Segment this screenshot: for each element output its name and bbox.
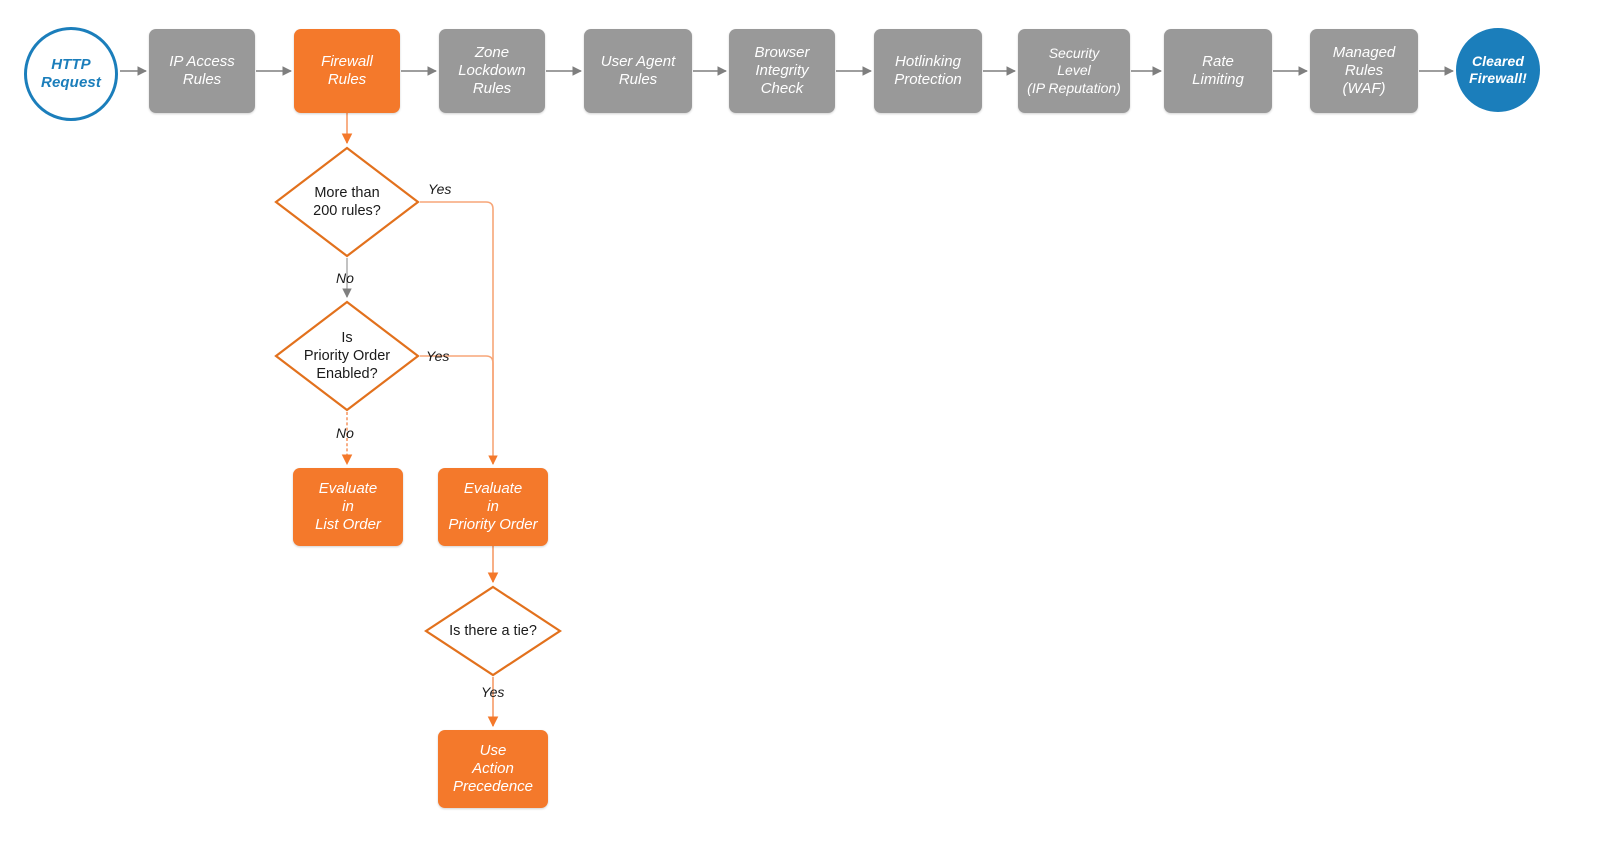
edge-label-no-priority-order: No: [336, 425, 354, 441]
node-use-action-precedence[interactable]: Use Action Precedence: [438, 730, 548, 808]
node-cleared-firewall[interactable]: Cleared Firewall!: [1456, 28, 1540, 112]
edge-label-yes-priority-order: Yes: [426, 348, 450, 364]
node-ip-access-rules[interactable]: IP Access Rules: [149, 29, 255, 113]
edge-label-yes-is-there-a-tie: Yes: [481, 684, 505, 700]
node-more-than-200-rules[interactable]: More than 200 rules?: [274, 146, 420, 258]
node-zone-lockdown-rules[interactable]: Zone Lockdown Rules: [439, 29, 545, 113]
node-label: Is there a tie?: [449, 622, 537, 639]
node-http-request[interactable]: HTTP Request: [24, 27, 118, 121]
node-user-agent-rules[interactable]: User Agent Rules: [584, 29, 692, 113]
node-security-level[interactable]: Security Level (IP Reputation): [1018, 29, 1130, 113]
edge-label-yes-more-than-200: Yes: [428, 181, 452, 197]
node-is-there-a-tie[interactable]: Is there a tie?: [424, 585, 562, 677]
node-is-priority-order-enabled[interactable]: Is Priority Order Enabled?: [274, 300, 420, 412]
node-label: More than 200 rules?: [313, 184, 381, 219]
node-hotlinking-protection[interactable]: Hotlinking Protection: [874, 29, 982, 113]
edge-priority-order-yes: [420, 355, 494, 430]
diamond-shape: [274, 300, 420, 412]
node-label: Is Priority Order Enabled?: [303, 329, 391, 383]
node-evaluate-in-priority-order[interactable]: Evaluate in Priority Order: [438, 468, 548, 546]
node-browser-integrity-check[interactable]: Browser Integrity Check: [729, 29, 835, 113]
edge-more-than-200-yes: [420, 201, 498, 465]
edge-label-no-more-than-200: No: [336, 270, 354, 286]
node-rate-limiting[interactable]: Rate Limiting: [1164, 29, 1272, 113]
node-firewall-rules[interactable]: Firewall Rules: [294, 29, 400, 113]
diamond-shape: [424, 585, 562, 677]
node-managed-rules-waf[interactable]: Managed Rules (WAF): [1310, 29, 1418, 113]
diamond-shape: [274, 146, 420, 258]
node-evaluate-in-list-order[interactable]: Evaluate in List Order: [293, 468, 403, 546]
